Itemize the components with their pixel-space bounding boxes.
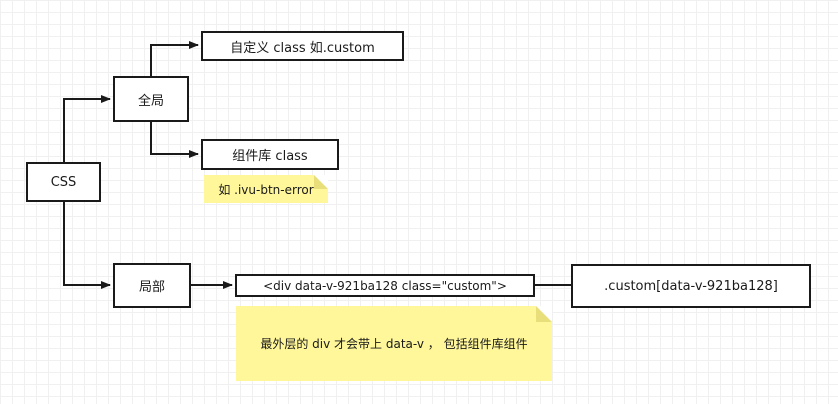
- note-fold-icon: [314, 175, 328, 189]
- node-custom-class[interactable]: 自定义 class 如.custom: [201, 31, 404, 61]
- node-scoped-selector[interactable]: .custom[data-v-921ba128]: [571, 264, 811, 308]
- note-fold-icon: [536, 306, 552, 322]
- edge-css-global: [63, 95, 111, 162]
- node-global[interactable]: 全局: [113, 76, 189, 122]
- note-outer-div-text: 最外层的 div 才会带上 data-v ， 包括组件库组件: [260, 337, 528, 351]
- node-div-attr[interactable]: <div data-v-921ba128 class="custom">: [235, 274, 535, 297]
- edge-css-local: [63, 201, 111, 289]
- edge-global-lib: [150, 122, 199, 158]
- note-lib-example-text: 如 .ivu-btn-error: [218, 182, 314, 197]
- node-lib-class[interactable]: 组件库 class: [201, 139, 339, 170]
- node-local[interactable]: 局部: [113, 263, 191, 308]
- edge-global-custom: [150, 41, 199, 76]
- note-outer-div[interactable]: 最外层的 div 才会带上 data-v ， 包括组件库组件: [236, 306, 552, 381]
- note-lib-example[interactable]: 如 .ivu-btn-error: [204, 175, 328, 203]
- node-css[interactable]: CSS: [26, 162, 101, 202]
